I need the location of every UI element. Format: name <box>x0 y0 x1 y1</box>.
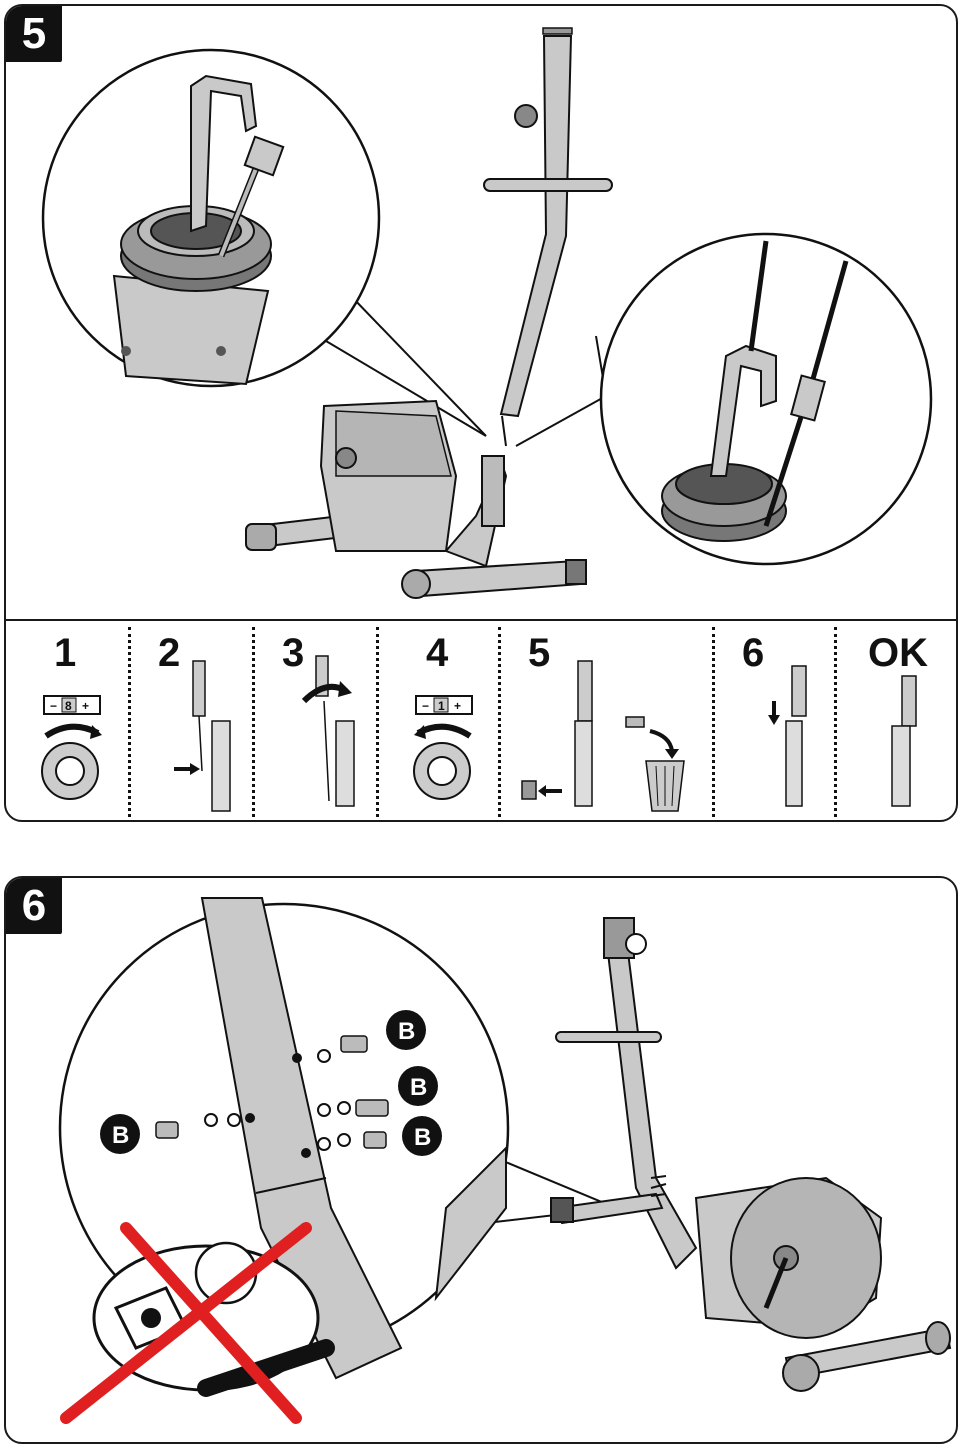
substep-ok: OK <box>836 621 956 820</box>
bolt-label-badge <box>100 1114 140 1154</box>
substep-ok-graphic <box>891 675 917 807</box>
substeps-strip: 1 − 8 + 2 <box>6 619 956 820</box>
handlebar-post <box>483 27 613 447</box>
scale-minus: − <box>50 699 57 713</box>
overtighten-warning-icon <box>60 1222 335 1424</box>
substep-2: 2 <box>130 621 252 820</box>
bolt-label-badge <box>398 1066 438 1106</box>
scale-minus: − <box>422 699 429 713</box>
bike-frame <box>550 917 952 1392</box>
step-6-badge: 6 <box>6 878 62 934</box>
bolt-label: B <box>112 1122 129 1149</box>
substep-6: 6 <box>714 621 834 820</box>
substep-divider <box>834 627 837 817</box>
substep-divider <box>498 627 501 817</box>
scale-value: 1 <box>438 699 445 713</box>
magnifier-right <box>515 232 933 566</box>
scale-value: 8 <box>65 699 72 713</box>
magnifier-left <box>41 48 487 437</box>
substep-1-graphic: − 8 + <box>41 695 102 800</box>
step-6-panel: 6 B <box>4 876 958 1444</box>
substep-6-graphic <box>768 665 807 807</box>
substep-1: 1 − 8 + <box>6 621 128 820</box>
scale-plus: + <box>454 699 461 713</box>
substep-number: 4 <box>426 631 449 675</box>
bolt-label-group: B B B B <box>100 1010 442 1156</box>
step-5-badge: 5 <box>6 6 62 62</box>
scale-plus: + <box>82 699 89 713</box>
bike-frame-base <box>245 399 587 599</box>
substep-4-graphic: − 1 + <box>413 695 473 800</box>
substep-number: OK <box>868 631 928 675</box>
substep-5: 5 <box>500 621 712 820</box>
substep-number: 2 <box>158 631 181 675</box>
bolt-label-badge <box>402 1116 442 1156</box>
bolt-label-badge <box>386 1010 426 1050</box>
step-6-illustration: B B B B <box>58 897 952 1424</box>
bolt-label: B <box>410 1074 427 1101</box>
substep-number: 1 <box>54 631 77 675</box>
bolt-label: B <box>414 1124 431 1151</box>
substep-divider <box>712 627 715 817</box>
step-5-illustration <box>41 27 933 599</box>
substep-5-graphic <box>521 660 685 812</box>
substep-divider <box>376 627 379 817</box>
substep-divider <box>128 627 131 817</box>
substep-number: 6 <box>742 631 765 675</box>
substep-2-graphic <box>174 660 231 812</box>
substep-number: 3 <box>282 631 305 675</box>
substep-3-graphic <box>301 655 355 807</box>
substep-4: 4 − 1 + <box>378 621 498 820</box>
bolt-label: B <box>398 1018 415 1045</box>
substep-3: 3 <box>254 621 376 820</box>
step-5-panel: 5 <box>4 4 958 822</box>
substep-divider <box>252 627 255 817</box>
substep-number: 5 <box>528 631 551 675</box>
